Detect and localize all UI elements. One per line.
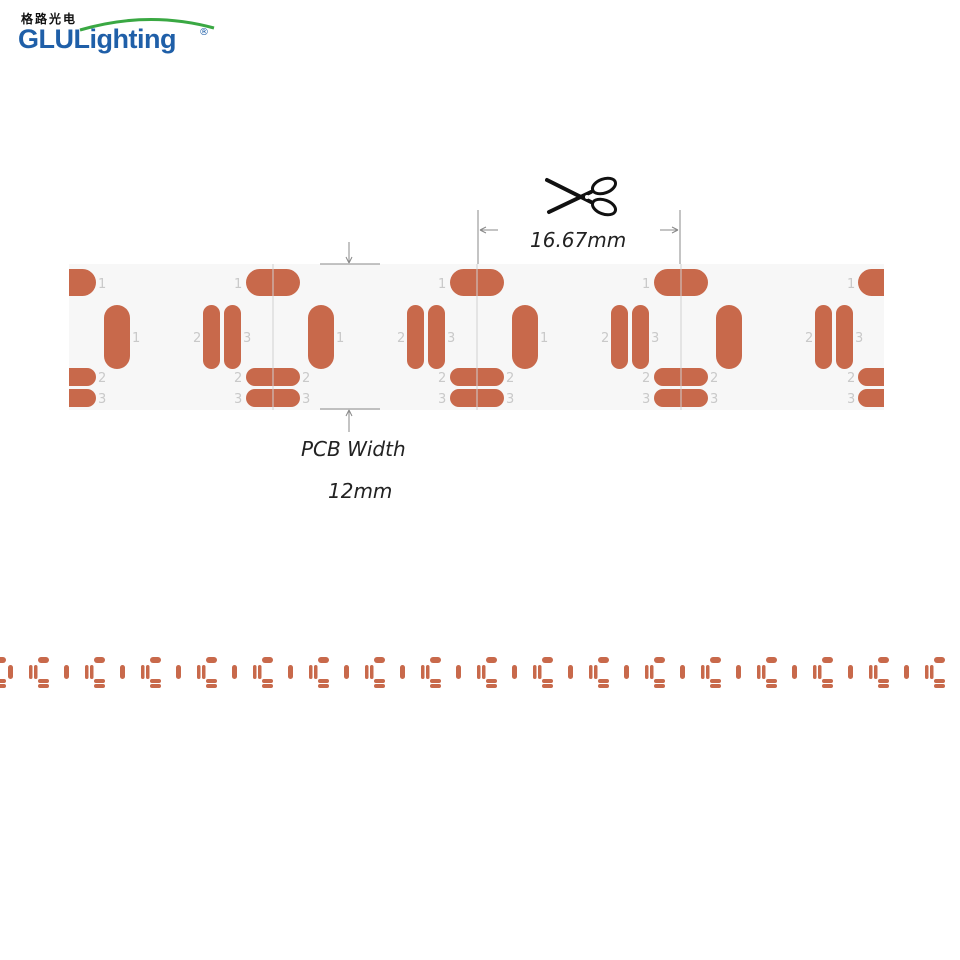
pcb-width-value: 12mm (328, 479, 393, 503)
led-segment (120, 657, 161, 688)
led-strip-overview (0, 652, 960, 694)
led-segment (792, 657, 833, 688)
led-segment (624, 657, 665, 688)
svg-text:2: 2 (847, 371, 855, 386)
scissors-icon (545, 176, 618, 217)
svg-text:1: 1 (98, 277, 106, 292)
led-segment (512, 657, 553, 688)
led-segment (456, 657, 497, 688)
svg-text:3: 3 (847, 392, 855, 407)
led-segment (736, 657, 777, 688)
led-segment (568, 657, 609, 688)
led-segment (680, 657, 721, 688)
logo-brand-text: GLULighting (18, 24, 176, 54)
led-strip-zoomed-svg: 1 2 3 1 2 3 2 3 1 2 3 (42, 263, 912, 411)
cut-length-label: 16.67mm (530, 228, 627, 252)
logo-registered-mark: ® (199, 27, 209, 38)
svg-text:3: 3 (98, 392, 106, 407)
led-strip-overview-svg (0, 657, 945, 688)
led-segment (400, 657, 441, 688)
led-strip-zoomed: 1 2 3 1 2 3 2 3 1 2 3 (42, 263, 912, 411)
logo-arc-icon (79, 18, 215, 32)
logo-chinese-text: 格路光电 (21, 12, 78, 26)
brand-logo: 格路光电 GLULighting ® (18, 10, 218, 58)
svg-text:3: 3 (855, 331, 863, 346)
led-segment (904, 657, 945, 688)
led-segment (176, 657, 217, 688)
pcb-width-label: PCB Width (301, 437, 406, 461)
led-segment (8, 657, 49, 688)
svg-text:2: 2 (98, 371, 106, 386)
led-segment (288, 657, 329, 688)
led-segment (64, 657, 105, 688)
svg-text:1: 1 (847, 277, 855, 292)
led-segment (232, 657, 273, 688)
led-segment (848, 657, 889, 688)
led-segment (344, 657, 385, 688)
svg-text:2: 2 (805, 331, 813, 346)
pcb-width-dimension (320, 242, 380, 432)
